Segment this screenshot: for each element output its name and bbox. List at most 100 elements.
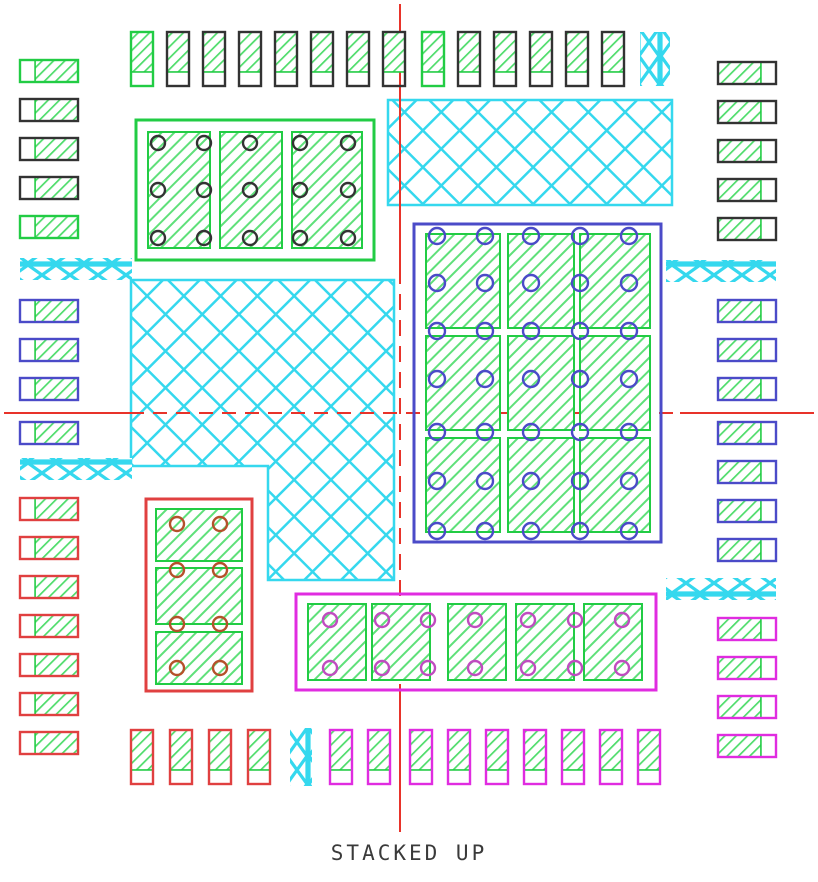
top-bar-strip [129,30,670,88]
left-bar-outline [18,574,80,600]
magenta-block-anchor-circle [321,611,339,629]
blue-block-anchor-circle [427,471,447,491]
right-bar-fill [717,460,762,484]
right-bar-fill [717,299,762,323]
magenta-assembly-block [294,592,658,692]
blue-block-anchor-circle [619,422,639,442]
right-bar-fill [717,538,762,562]
left-bar-fill [34,137,79,161]
right-bar [716,459,778,485]
magenta-block-panel [447,603,507,681]
green-block-panel [291,131,363,249]
right-bar-outline [716,616,778,642]
left-bar [18,574,80,600]
red-block-anchor-circle [168,615,186,633]
bottom-magenta-bar-outline [522,728,548,786]
top-bar-outline [381,30,407,88]
blue-block-panel [507,335,575,431]
green-block-anchor-circle [339,134,357,152]
blue-block-anchor-circle [570,273,590,293]
green-block-anchor-circle [195,134,213,152]
right-bar-outline [716,498,778,524]
left-bar [18,136,80,162]
top-bar-outline [420,30,446,88]
left-bar-fill [34,614,79,638]
right-bar-fill [717,695,762,719]
blue-block-anchor-circle [521,422,541,442]
top-bar-fill [382,31,406,73]
left-bar [18,214,80,240]
bottom-magenta-bar-fill [561,729,585,771]
magenta-block-anchor-circle [519,611,537,629]
top-bar [381,30,407,88]
left-bar-outline [18,58,80,84]
bottom-red-bar-fill [169,729,193,771]
right-bar [716,298,778,324]
left-bar-fill [34,575,79,599]
blue-block-anchor-circle [570,422,590,442]
top-bar-fill [346,31,370,73]
magenta-block-anchor-circle [519,659,537,677]
right-bar-outline [716,337,778,363]
right-bar-outline [716,537,778,563]
top-bar-outline [273,30,299,88]
blue-block-outline [412,222,663,544]
top-bar-outline [528,30,554,88]
right-bar-outline [716,376,778,402]
blue-block-anchor-circle [427,321,447,341]
right-bar [716,498,778,524]
left-bar-outline [18,730,80,756]
green-block-anchor-circle [291,229,309,247]
left-bar [18,496,80,522]
top-cyan-zigzag-cap [640,32,670,86]
right-bar-outline [716,298,778,324]
left-cyan-zigzag-divider [20,258,132,280]
red-block-anchor-circle [211,561,229,579]
green-block-anchor-circle [339,229,357,247]
bottom-bar-strip [129,728,662,786]
left-cyan-zigzag-divider [20,458,132,480]
top-bar [165,30,191,88]
left-bar-fill [34,299,79,323]
red-block-anchor-circle [168,659,186,677]
left-bar-fill [34,338,79,362]
right-cyan-zigzag-divider [666,578,776,600]
right-bar-fill [717,421,762,445]
green-block-anchor-circle [149,181,167,199]
bottom-magenta-bar-fill [447,729,471,771]
red-block-panel [155,508,243,562]
top-bar-outline [492,30,518,88]
blue-block-panel [425,233,501,329]
right-bar-fill [717,499,762,523]
bottom-magenta-bar-outline [484,728,510,786]
bottom-red-bar-outline [129,728,155,786]
top-bar [129,30,155,88]
green-block-anchor-circle [241,181,259,199]
bottom-red-bar-fill [208,729,232,771]
magenta-block-anchor-circle [566,611,584,629]
left-bar-outline [18,376,80,402]
red-assembly-block [144,497,254,693]
blue-block-anchor-circle [570,471,590,491]
bottom-magenta-bar-outline [636,728,662,786]
top-bar-outline [309,30,335,88]
blue-block-anchor-circle [521,471,541,491]
top-bar-fill [529,31,553,73]
magenta-block-panel [515,603,575,681]
right-bar-fill [717,734,762,758]
top-bar [600,30,626,88]
right-bar-outline [716,733,778,759]
blue-block-anchor-circle [475,226,495,246]
magenta-block-anchor-circle [373,659,391,677]
blue-block-anchor-circle [521,226,541,246]
right-cyan-zigzag-divider [666,260,776,282]
top-bar-outline [165,30,191,88]
top-bar-outline [129,30,155,88]
left-bar-outline [18,136,80,162]
red-block-panel [155,567,243,625]
top-bar [237,30,263,88]
top-bar-fill [130,31,154,73]
bottom-magenta-bar-outline [328,728,354,786]
top-bar [564,30,590,88]
top-bar-fill [202,31,226,73]
